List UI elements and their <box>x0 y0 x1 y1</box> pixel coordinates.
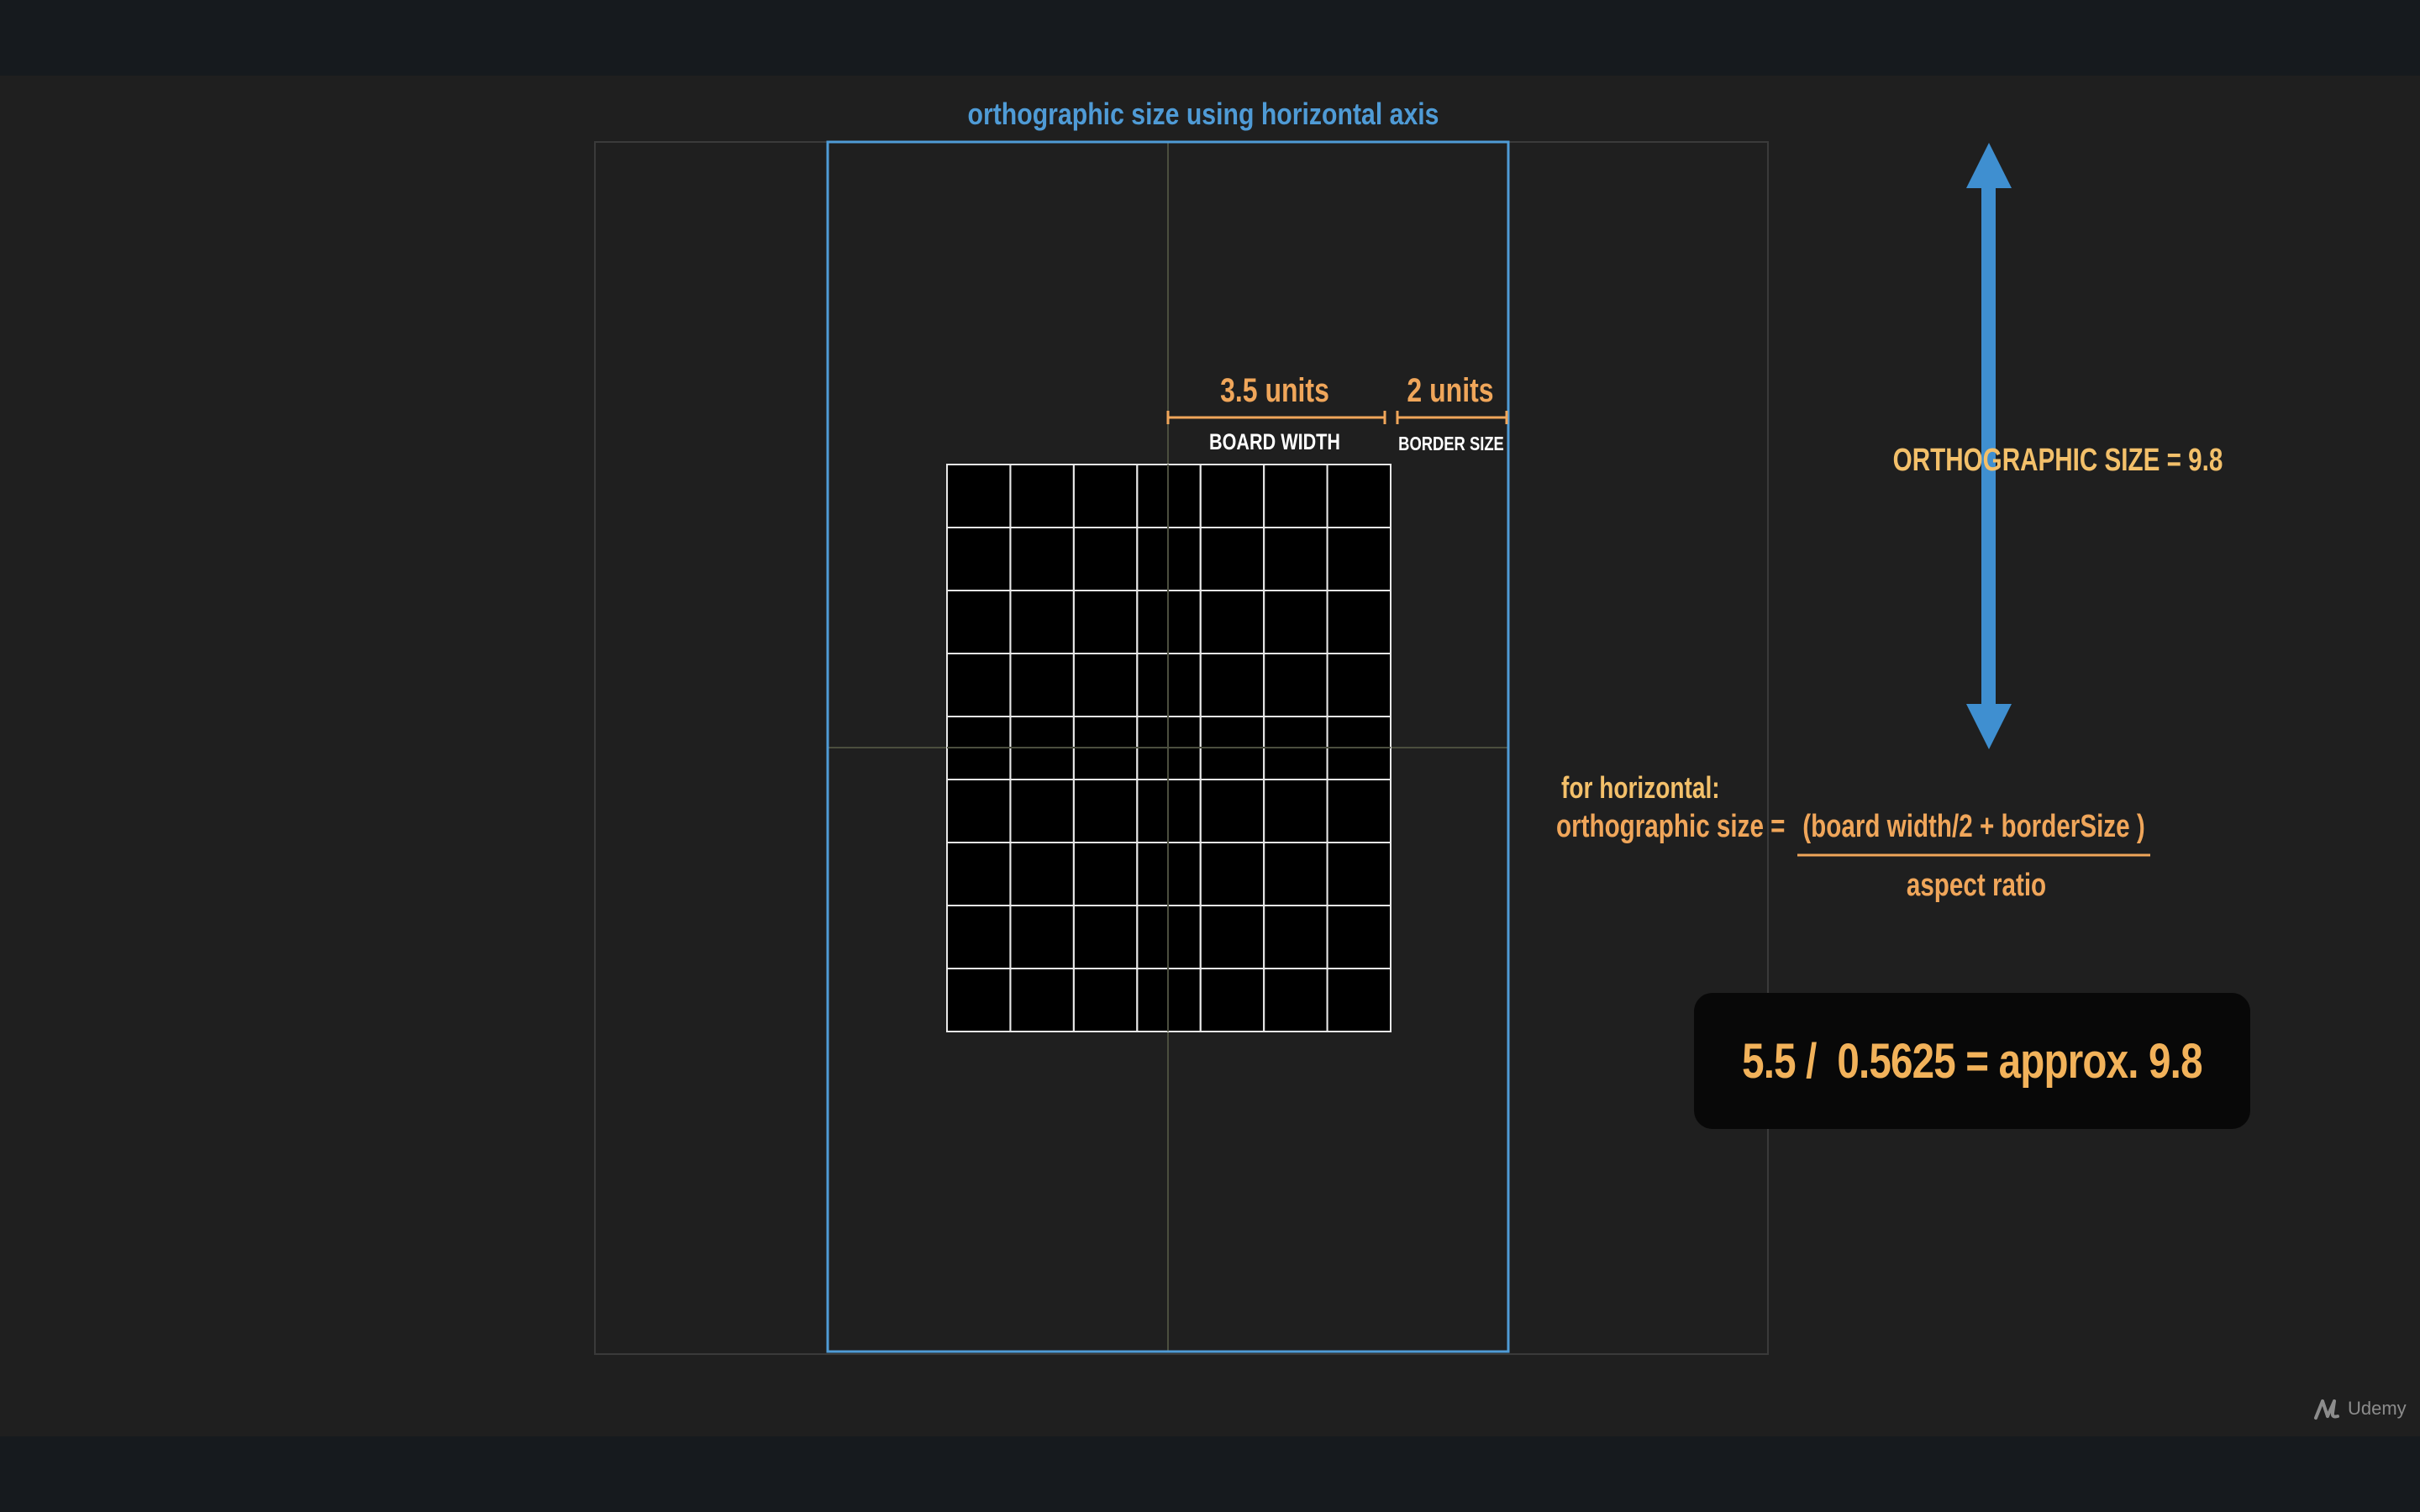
result-callout: 5.5 / 0.5625 = approx. 9.8 <box>1694 993 2250 1129</box>
game-board <box>946 464 1392 1032</box>
bottom-letterbox-bar <box>0 1436 2420 1512</box>
board-width-caption: BOARD WIDTH <box>1209 430 1340 455</box>
formula-lhs: orthographic size = <box>1556 809 1785 844</box>
board-width-units: 3.5 units <box>1220 371 1329 409</box>
udemy-logo-text: Udemy <box>2348 1398 2407 1419</box>
arrow-down-head <box>1966 704 2012 749</box>
board-width-dimension: 3.5 units BOARD WIDTH <box>1166 371 1386 455</box>
formula-numerator: (board width/2 + borderSize ) <box>1802 809 2144 844</box>
formula-heading: for horizontal: <box>1561 771 1720 805</box>
border-size-caption: BORDER SIZE <box>1398 433 1504 454</box>
border-size-dimension: 2 units BORDER SIZE <box>1396 371 1508 455</box>
diagram-title: orthographic size using horizontal axis <box>967 98 1439 132</box>
formula-denominator: aspect ratio <box>1907 868 2046 903</box>
border-size-units: 2 units <box>1407 371 1493 409</box>
board-cell <box>1326 968 1392 1032</box>
orthographic-frame <box>826 140 1510 1353</box>
udemy-logo-icon <box>2314 1399 2339 1420</box>
result-text: 5.5 / 0.5625 = approx. 9.8 <box>1742 1033 2202 1089</box>
orthographic-size-arrow <box>1966 143 2012 749</box>
arrow-up-head <box>1966 143 2012 188</box>
orthographic-size-label: ORTHOGRAPHIC SIZE = 9.8 <box>1893 443 2223 478</box>
udemy-watermark: Udemy <box>2312 1394 2407 1423</box>
arrow-shaft <box>1981 185 1996 712</box>
top-letterbox-bar <box>0 0 2420 76</box>
formula: for horizontal: orthographic size = (boa… <box>1556 771 2150 903</box>
